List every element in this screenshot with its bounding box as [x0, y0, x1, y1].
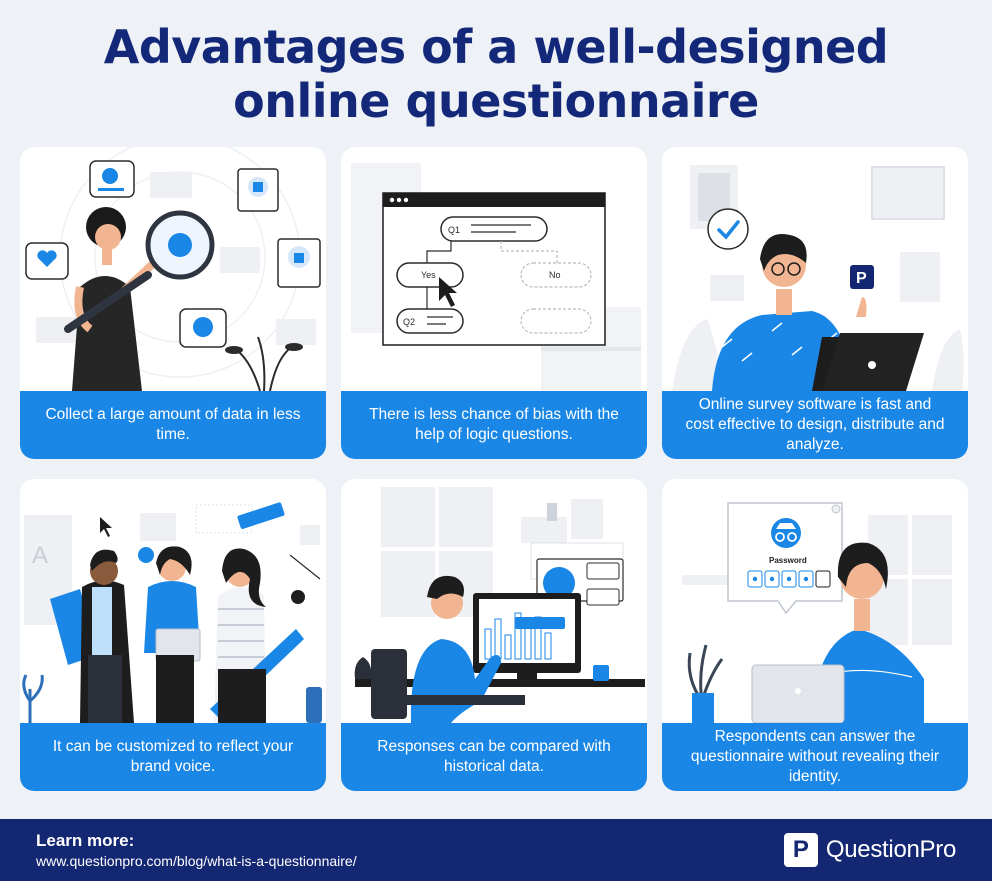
man-laptop-icon: P [672, 165, 964, 391]
woman-password-icon: Password [682, 502, 952, 723]
advantage-card-logic-questions: Q1 Yes No Q2 There is less chance of bia… [341, 147, 647, 459]
questionpro-brand-name: QuestionPro [825, 836, 956, 863]
card-caption: Responses can be compared with historica… [341, 723, 647, 791]
svg-text:A: A [32, 542, 48, 569]
learn-more-label: Learn more: [36, 831, 135, 850]
advantage-card-fast-cost-effective: P Online survey software is fast and cos… [662, 147, 968, 459]
card-caption: It can be customized to reflect your bra… [20, 723, 326, 791]
card-caption: Respondents can answer the questionnaire… [662, 723, 968, 791]
svg-text:P: P [856, 270, 867, 287]
page-title-line1: Advantages of a well-designed [103, 20, 889, 74]
card-caption: There is less chance of bias with the he… [341, 391, 647, 459]
questionpro-logo-mark: P [783, 833, 818, 867]
woman-magnifier-feedback-icon [25, 147, 321, 391]
advantage-card-brand-voice: A It can be customized to reflect your b… [20, 479, 326, 791]
man-monitor-chart-icon [354, 487, 645, 723]
card-caption: Online survey software is fast and cost … [662, 391, 968, 459]
page-title: Advantages of a well-designed online que… [0, 20, 992, 128]
yes-option-label: Yes [421, 270, 436, 280]
footer-bar: Learn more: www.questionpro.com/blog/wha… [0, 819, 992, 881]
logic-flow-window-icon: Q1 Yes No Q2 [351, 163, 641, 391]
advantage-card-anonymity: Password Respondents can answer the ques… [662, 479, 968, 791]
q1-label: Q1 [448, 225, 460, 235]
password-label: Password [769, 556, 807, 565]
q2-label: Q2 [403, 317, 415, 327]
team-branding-icon: A [22, 502, 322, 723]
card-caption: Collect a large amount of data in less t… [20, 391, 326, 459]
no-option-label: No [549, 270, 561, 280]
advantage-card-data-collection: Collect a large amount of data in less t… [20, 147, 326, 459]
learn-more-link[interactable]: www.questionpro.com/blog/what-is-a-quest… [36, 853, 357, 869]
page-title-line2: online questionnaire [233, 74, 759, 128]
questionpro-logo[interactable]: P QuestionPro [783, 833, 956, 867]
advantage-card-historical-data: Responses can be compared with historica… [341, 479, 647, 791]
